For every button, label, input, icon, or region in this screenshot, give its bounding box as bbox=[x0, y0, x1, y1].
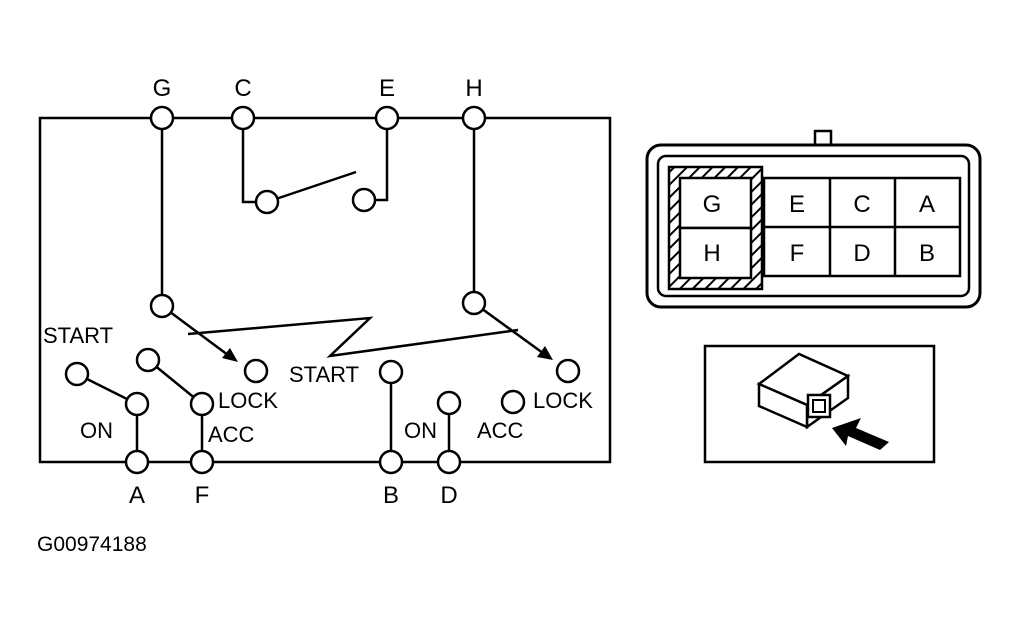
right-switch-arrow bbox=[473, 301, 548, 358]
label-left-start: START bbox=[43, 323, 113, 348]
label-terminal-f: F bbox=[195, 482, 210, 509]
label-terminal-h: H bbox=[465, 75, 482, 102]
terminal-f bbox=[189, 449, 215, 475]
figure-code: G00974188 bbox=[37, 533, 147, 556]
pin-label-e: E bbox=[789, 191, 805, 218]
left-on-contact bbox=[124, 391, 150, 417]
label-right-on: ON bbox=[404, 418, 437, 443]
connector-plug-slot bbox=[812, 399, 826, 413]
label-left-acc: ACC bbox=[208, 422, 255, 447]
terminal-b bbox=[378, 449, 404, 475]
left-switch-pivot bbox=[149, 293, 175, 319]
schematic-frame bbox=[38, 116, 612, 464]
left-acc-contact bbox=[189, 391, 215, 417]
connector-key-tab bbox=[813, 129, 833, 147]
right-arrowhead bbox=[537, 346, 553, 360]
pin-cell-h bbox=[678, 226, 753, 280]
terminal-e bbox=[374, 105, 400, 131]
pin-label-d: D bbox=[853, 240, 870, 267]
label-right-acc: ACC bbox=[477, 418, 524, 443]
left-start-contact bbox=[64, 361, 90, 387]
right-lock-contact bbox=[555, 358, 581, 384]
pin-label-f: F bbox=[790, 240, 805, 267]
left-lock-contact bbox=[243, 358, 269, 384]
pin-cell-g bbox=[678, 176, 753, 230]
right-on-contact bbox=[436, 390, 462, 416]
right-acc-contact bbox=[500, 389, 526, 415]
c-e-contact-left bbox=[254, 189, 280, 215]
connector-inner-shell bbox=[656, 154, 971, 298]
terminal-a bbox=[124, 449, 150, 475]
label-terminal-a: A bbox=[129, 482, 145, 509]
label-terminal-b: B bbox=[383, 482, 399, 509]
pin-label-g: G bbox=[703, 191, 722, 218]
right-switch-pivot bbox=[461, 290, 487, 316]
connector-locator-view bbox=[703, 344, 936, 464]
pin-label-h: H bbox=[703, 240, 720, 267]
terminal-c bbox=[230, 105, 256, 131]
label-terminal-e: E bbox=[379, 75, 395, 102]
pin-label-c: C bbox=[853, 191, 870, 218]
c-e-contact-right bbox=[351, 187, 377, 213]
label-right-lock: LOCK bbox=[533, 388, 593, 413]
switch-schematic: G C E H A F B D START ON LOCK ACC START … bbox=[38, 75, 612, 509]
label-left-lock: LOCK bbox=[218, 388, 278, 413]
connector-plug-face bbox=[806, 393, 832, 419]
label-left-on: ON bbox=[80, 418, 113, 443]
left-arrowhead bbox=[222, 348, 238, 362]
pin-label-b: B bbox=[919, 240, 935, 267]
label-right-start: START bbox=[289, 362, 359, 387]
c-e-switch-blade bbox=[266, 170, 357, 204]
terminal-d bbox=[436, 449, 462, 475]
label-terminal-c: C bbox=[234, 75, 251, 102]
label-terminal-g: G bbox=[153, 75, 172, 102]
left-lock-pivot bbox=[135, 347, 161, 373]
connector-body-front bbox=[757, 382, 809, 429]
right-start-contact bbox=[378, 359, 404, 385]
terminal-h bbox=[461, 105, 487, 131]
connector-face-view: G E C A H F D B bbox=[645, 129, 982, 309]
location-arrow-icon bbox=[832, 418, 889, 450]
terminal-g bbox=[149, 105, 175, 131]
pin-label-a: A bbox=[919, 191, 935, 218]
label-terminal-d: D bbox=[440, 482, 457, 509]
mechanical-link bbox=[187, 316, 519, 358]
